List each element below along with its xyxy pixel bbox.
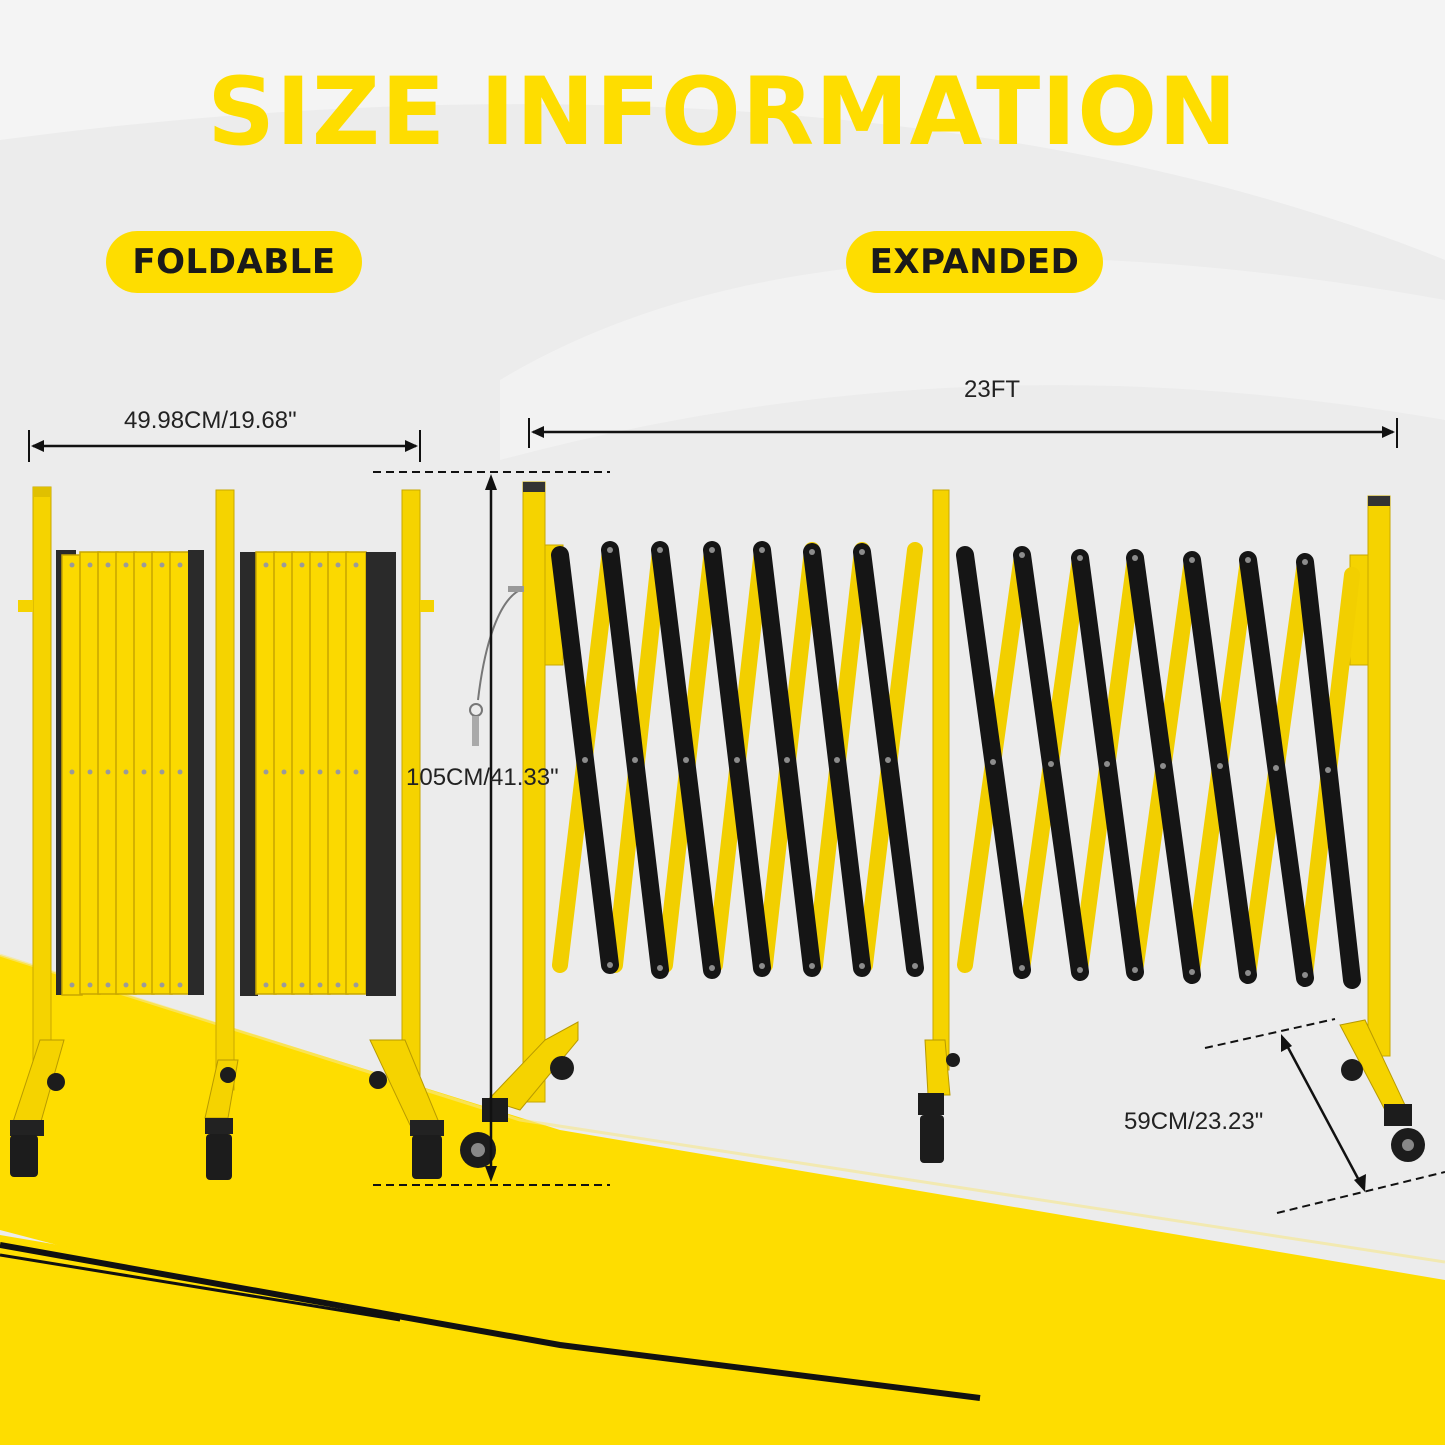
page-title: SIZE INFORMATION	[207, 58, 1238, 167]
foldable-badge: FOLDABLE	[106, 231, 362, 293]
expanded-gate	[460, 481, 1425, 1168]
floor-stripe	[0, 953, 1445, 1445]
base-depth-label: 59CM/23.23"	[1124, 1108, 1264, 1135]
dimension-lines	[28, 418, 1445, 1214]
folded-width-label: 49.98CM/19.68"	[124, 407, 297, 434]
folded-gate	[10, 486, 444, 1180]
expanded-length-label: 23FT	[964, 376, 1021, 403]
expanded-badge: EXPANDED	[846, 231, 1103, 293]
height-label: 105CM/41.33"	[406, 764, 559, 791]
